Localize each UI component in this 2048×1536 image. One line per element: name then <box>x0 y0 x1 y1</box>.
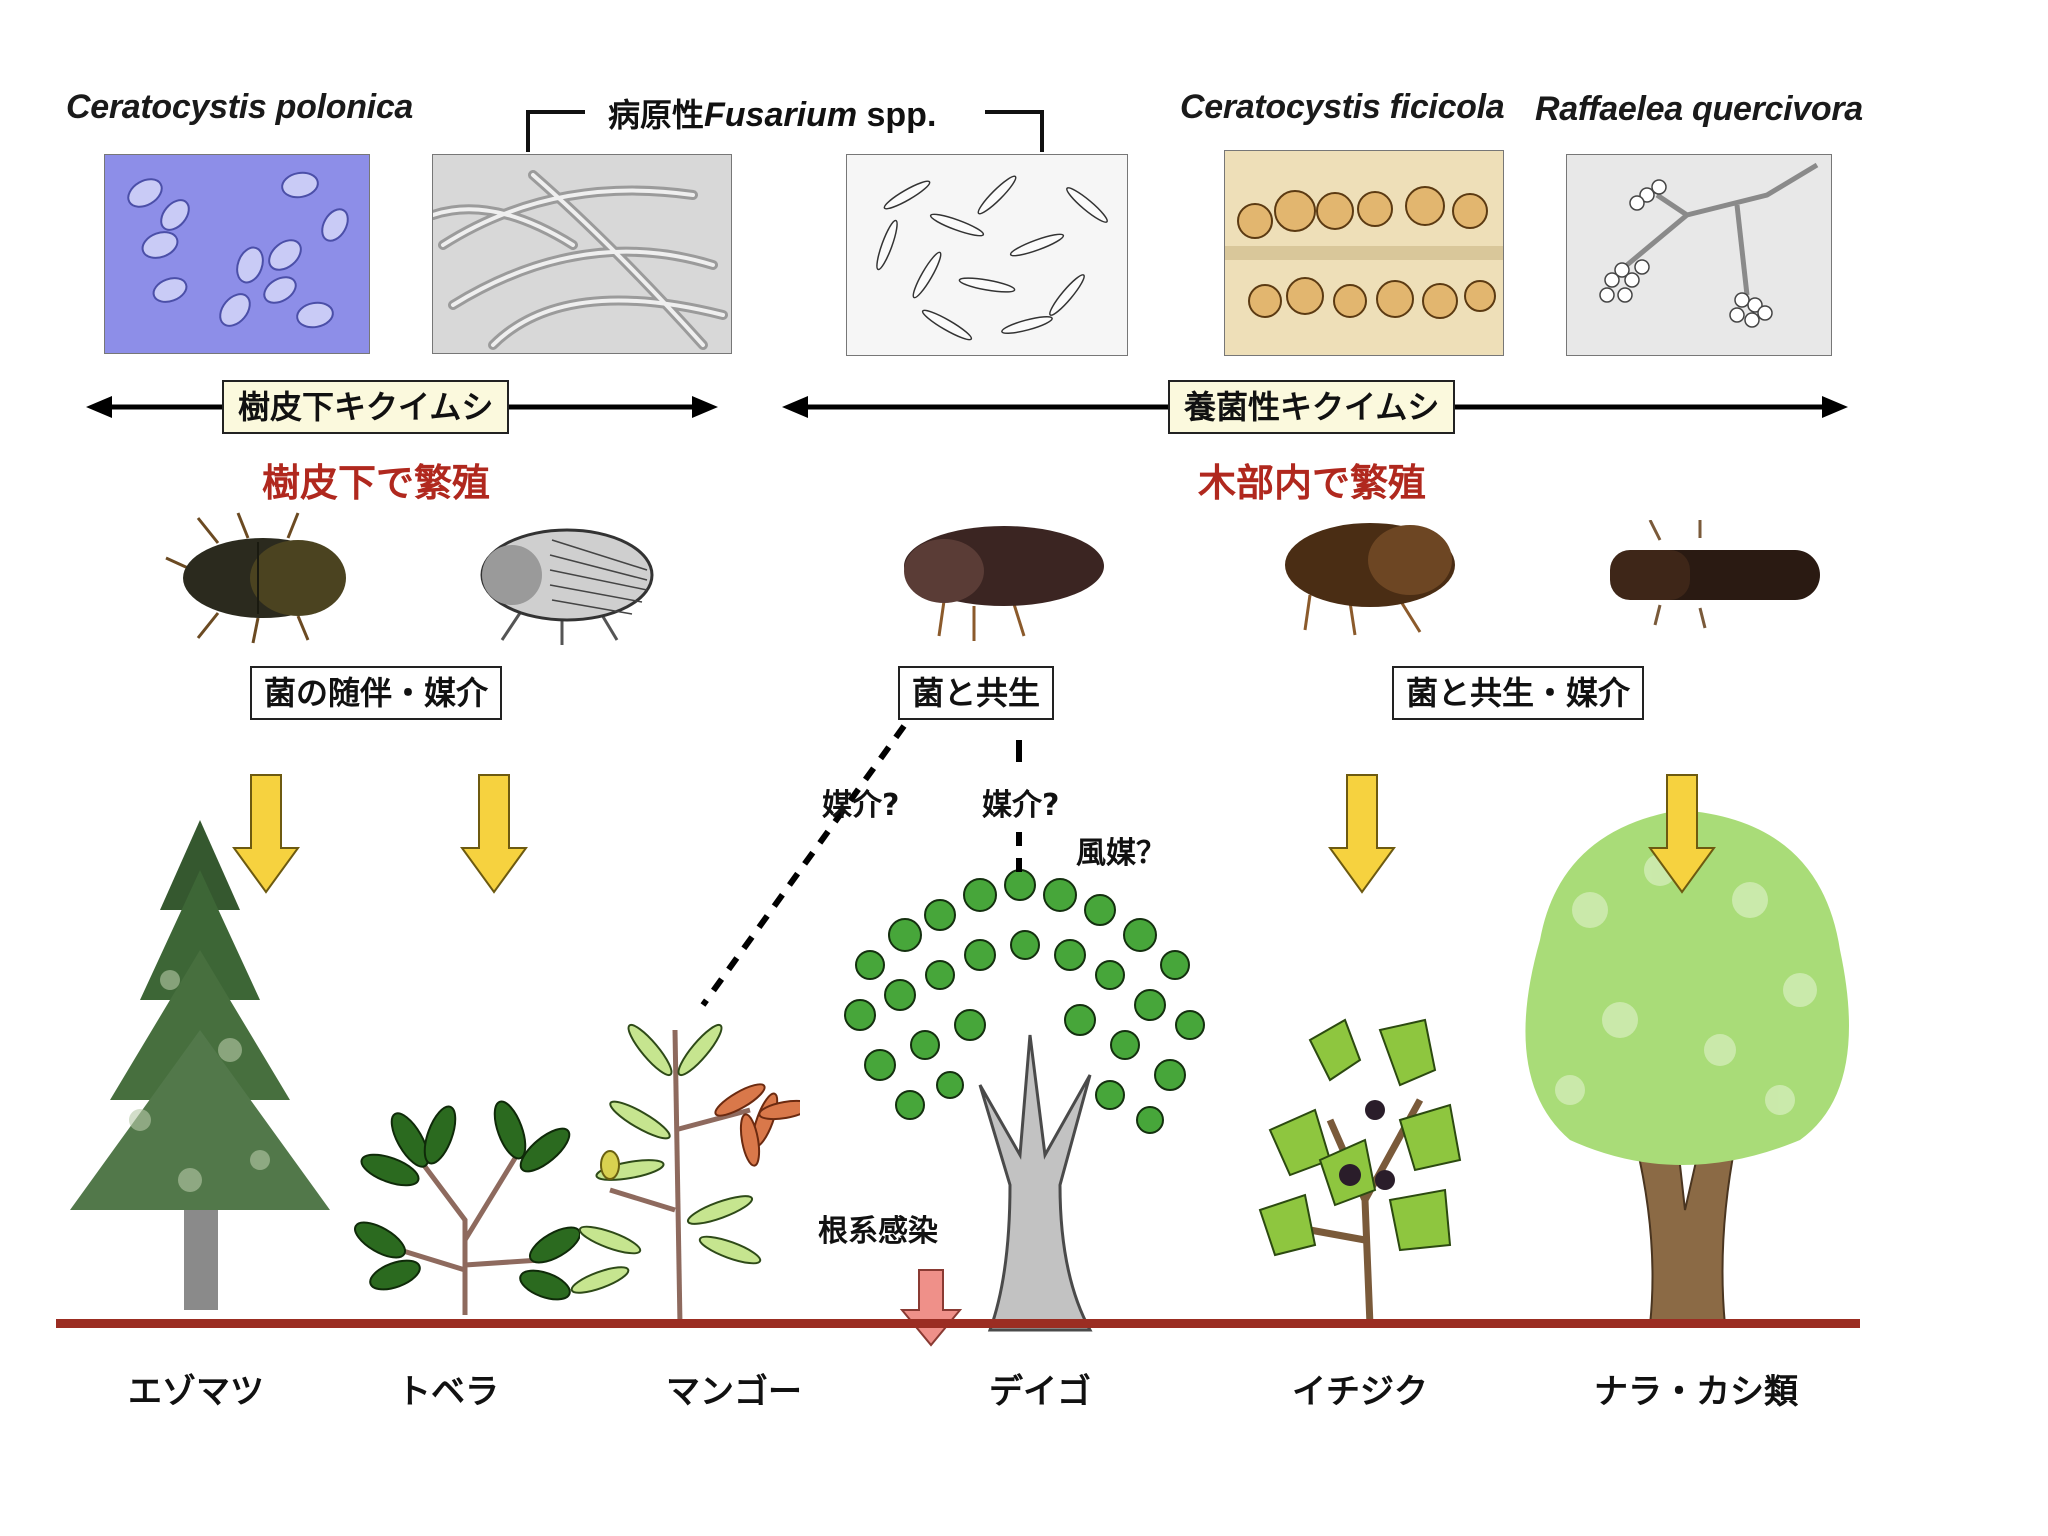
host-name-mango: マンゴー <box>666 1372 802 1412</box>
beetle-2-icon <box>480 528 654 645</box>
micrograph-raffaelea-quercivora <box>1566 154 1832 356</box>
beetle-5-icon <box>1610 520 1820 629</box>
micrograph-fusarium-1 <box>432 154 732 354</box>
micrograph-fusarium-2 <box>846 154 1128 356</box>
deigo-tree-icon <box>844 869 1205 1332</box>
host-name-ichijiku: イチジク <box>1292 1372 1428 1412</box>
ground-line <box>56 1319 1860 1328</box>
fungus-name-ceratocystis-polonica: Ceratocystis polonica <box>66 88 414 126</box>
symbiosis-vector-box: 菌と共生・媒介 <box>1392 666 1645 720</box>
vector-question-1: 媒介? <box>822 788 900 823</box>
host-name-deigo: デイゴ <box>989 1372 1091 1412</box>
micrograph-ceratocystis-ficicola <box>1224 150 1504 356</box>
transmission-arrows <box>56 724 1860 1347</box>
wind-question: 風媒？ <box>1076 836 1166 871</box>
nara-kashi-tree-icon <box>1525 810 1849 1326</box>
ambrosia-beetle-label: 養菌性キクイムシ <box>1168 380 1456 434</box>
mango-plant-icon <box>570 1023 800 1326</box>
ezomatsu-tree-icon <box>70 820 330 1310</box>
beetle-3-icon <box>904 526 1104 641</box>
fusarium-genus: Fusarium <box>704 96 858 134</box>
fusarium-suffix: spp. <box>857 96 937 134</box>
root-infection-label: 根系感染 <box>818 1214 938 1249</box>
fungus-name-raffaelea-quercivora: Raffaelea quercivora <box>1535 90 1863 128</box>
host-name-ezomatsu: エゾマツ <box>128 1372 264 1412</box>
fungus-name-ceratocystis-ficicola: Ceratocystis ficicola <box>1180 88 1505 126</box>
fusarium-prefix: 病原性 <box>608 96 705 134</box>
vector-question-2: 媒介? <box>982 788 1060 823</box>
ichijiku-tree-icon <box>1258 1018 1462 1326</box>
fungus-name-fusarium: 病原性Fusarium spp. <box>608 90 936 136</box>
beetle-1-icon <box>165 512 346 644</box>
host-name-tobera: トベラ <box>397 1372 499 1412</box>
host-name-nara-kashi: ナラ・カシ類 <box>1594 1372 1798 1412</box>
tobera-plant-icon <box>354 1100 580 1315</box>
symbiosis-box: 菌と共生 <box>898 666 1055 720</box>
micrograph-ceratocystis-polonica <box>104 154 370 354</box>
companion-vector-box: 菌の随伴・媒介 <box>250 666 503 720</box>
bark-breeding-label: 樹皮下で繁殖 <box>262 461 491 505</box>
fusarium-bracket <box>526 110 1044 152</box>
wood-breeding-label: 木部内で繁殖 <box>1198 461 1427 505</box>
beetle-4-icon <box>1285 523 1455 636</box>
bark-beetle-label: 樹皮下キクイムシ <box>222 380 510 434</box>
